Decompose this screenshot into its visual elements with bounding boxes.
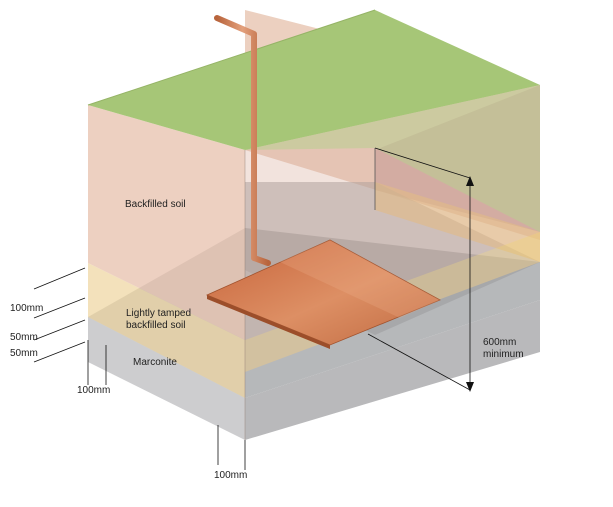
copper-rod xyxy=(214,15,271,266)
dim-tick-100-top xyxy=(33,267,86,290)
grass-surface xyxy=(88,10,540,150)
depth-dim-arrow-top xyxy=(466,176,474,186)
dim-tick-100-bottom xyxy=(33,297,86,319)
label-dim-100mm-bottom: 100mm xyxy=(214,470,247,481)
depth-dim-arrow-bottom xyxy=(466,382,474,392)
dim-tick-50-bottom xyxy=(33,341,86,363)
marconite-right-face xyxy=(245,300,540,440)
label-dim-100mm-bottom-left: 100mm xyxy=(77,385,110,396)
depth-dim-top-leader xyxy=(374,147,471,179)
label-dim-50mm-lower: 50mm xyxy=(10,348,38,359)
dim-tick-50-mid xyxy=(33,319,86,341)
label-lightly-tamped-1: Lightly tamped xyxy=(126,308,191,319)
label-depth-minimum: minimum xyxy=(483,349,524,360)
tamped-band-front xyxy=(88,263,245,398)
soil-front-face xyxy=(88,105,245,340)
label-depth-600mm: 600mm xyxy=(483,337,516,348)
copper-plate-edge xyxy=(207,295,330,349)
grass-cut-edge xyxy=(245,85,540,232)
label-lightly-tamped-2: backfilled soil xyxy=(126,320,185,331)
tamped-band-back xyxy=(375,182,540,262)
copper-plate-highlight xyxy=(280,240,440,318)
label-dim-50mm-upper: 50mm xyxy=(10,332,38,343)
label-backfilled-soil: Backfilled soil xyxy=(125,199,186,210)
label-dim-100mm-left: 100mm xyxy=(10,303,43,314)
grass-edge-line xyxy=(87,9,376,106)
marconite-front-face xyxy=(88,317,245,440)
depth-dim-bottom-leader xyxy=(367,333,471,391)
label-marconite: Marconite xyxy=(133,357,177,368)
